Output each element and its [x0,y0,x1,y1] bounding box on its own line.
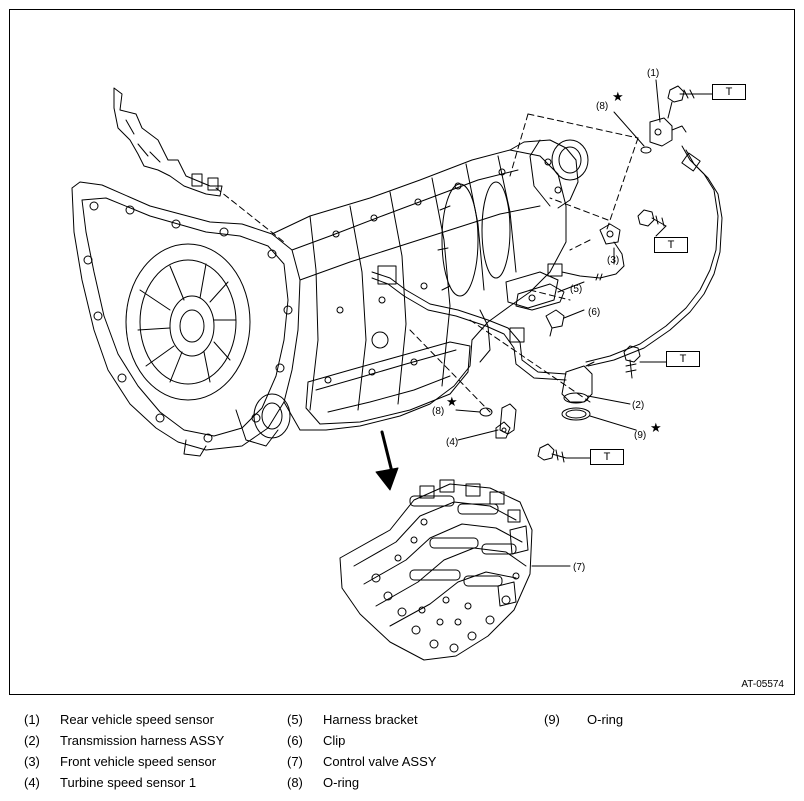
bolt-harness [623,345,641,379]
callout-8-upper: (8) [596,101,609,112]
star-icon: ★ [612,89,624,104]
torque-box: T [654,237,688,253]
rear-vehicle-speed-sensor [585,101,723,367]
control-valve-assy [339,479,533,661]
callout-4: (4) [446,437,459,448]
removal-arrow [375,430,399,491]
callout-6: (6) [588,307,601,318]
callout-leaders [455,79,713,567]
figure-id: AT-05574 [741,679,784,690]
torque-box: T [590,449,624,465]
callout-2: (2) [632,400,645,411]
diagram-frame: (1) (8) ★ (3) (5) (6) (2) (9) ★ (8) ★ (4… [9,9,795,695]
callout-8-lower: (8) [432,406,445,417]
harness-bracket-left [113,87,223,197]
torque-box: T [712,84,746,100]
assembly-dash-lines [215,113,639,413]
turbine-speed-sensor-1 [495,403,517,439]
callout-7: (7) [573,562,586,573]
parts-legend: (1)Rear vehicle speed sensor (2)Transmis… [24,712,624,790]
case-harness [371,265,567,381]
harness-bracket [515,283,565,311]
o-ring-upper [640,146,652,154]
callout-1: (1) [647,68,660,79]
star-icon: ★ [650,420,662,435]
transmission-harness-connector [561,361,595,404]
callout-5: (5) [570,284,583,295]
torque-box: T [666,351,700,367]
star-icon: ★ [446,394,458,409]
bolt-turbine [537,443,567,463]
bolt-front-sensor [637,209,667,227]
callout-3: (3) [607,255,620,266]
clip [545,309,565,337]
bolt-rear-sensor [667,85,699,103]
o-ring-lower [561,407,591,421]
transmission-exploded-view [71,79,723,661]
transmission-case [71,139,589,457]
callout-9: (9) [634,430,647,441]
front-vehicle-speed-sensor [547,223,625,281]
